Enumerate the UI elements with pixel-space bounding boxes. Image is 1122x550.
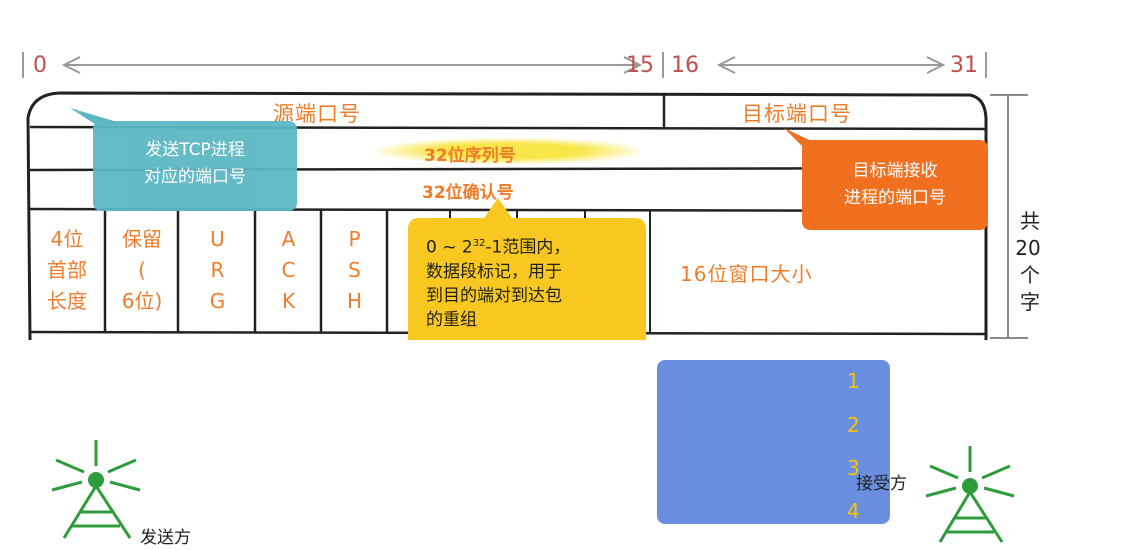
receiver-label: 接受方 (856, 474, 907, 494)
receiver-port-callout: 目标端接收 进程的端口号 (802, 140, 988, 230)
reserved-line: ( (138, 258, 146, 282)
ruler-label-0: 0 (33, 53, 47, 78)
packet-box (657, 360, 890, 524)
ack-number-field: 32位确认号 (422, 183, 514, 203)
urg-flag-field: U R G (180, 224, 255, 317)
packet-number-1: 1 (847, 369, 860, 393)
packet-number-3: 3 (847, 456, 860, 480)
urg-letter: U (210, 227, 225, 251)
ruler-label-16: 16 (671, 53, 699, 78)
total-char: 20 (1015, 236, 1041, 260)
exponent: 32 (472, 238, 486, 249)
reserved-line: 6位) (121, 289, 163, 313)
ack-flag-field: A C K (256, 224, 321, 317)
receiver-port-note-line: 进程的端口号 (844, 188, 946, 208)
psh-letter: S (348, 258, 361, 282)
sender-port-note-line: 对应的端口号 (144, 167, 246, 187)
ack-letter: K (281, 289, 296, 313)
reserved-field: 保留 ( 6位) (106, 224, 178, 317)
total-char: 共 (1020, 209, 1040, 233)
ruler-mid-bar (662, 52, 664, 78)
sender-port-note-line: 发送TCP进程 (145, 140, 245, 160)
psh-letter: P (348, 227, 361, 251)
ruler-right-bar (985, 52, 987, 78)
reserved-line: 保留 (122, 227, 162, 251)
total-char: 字 (1020, 290, 1040, 314)
psh-letter: H (346, 289, 363, 313)
ack-letter: C (281, 258, 296, 282)
header-length-line: 长度 (47, 289, 87, 313)
header-length-line: 首部 (47, 258, 87, 282)
bit-ruler: 0 15 16 31 (20, 50, 990, 80)
arrow-16-31 (716, 56, 946, 74)
packet-number-4: 4 (847, 499, 860, 523)
ruler-label-31: 31 (950, 53, 978, 78)
urg-letter: G (209, 289, 226, 313)
psh-flag-field: P S H (322, 224, 387, 317)
receiver-port-note-line: 目标端接收 (852, 161, 938, 181)
header-length-field: 4位 首部 长度 (32, 224, 102, 317)
range-note-line-2: 数据段标记，用于 (426, 261, 562, 282)
sender-port-callout: 发送TCP进程 对应的端口号 (93, 121, 297, 211)
sender-tower-icon (51, 440, 141, 539)
range-note-line-4: 的重组 (426, 309, 477, 330)
sender-label: 发送方 (140, 528, 191, 548)
receiver-tower-icon (925, 446, 1015, 543)
range-note-line-1: 0 ~ 232-1范围内， (426, 237, 571, 258)
range-note-line-3: 到目的端对到达包 (426, 285, 562, 306)
range-callout: 0 ~ 232-1范围内， 数据段标记，用于 到目的端对到达包 的重组 (408, 218, 646, 340)
total-char: 个 (1020, 263, 1040, 287)
sequence-number-field: 32位序列号 (424, 146, 516, 166)
window-size-field: 16位窗口大小 (680, 262, 813, 286)
packet-number-2: 2 (847, 413, 860, 437)
destination-port-field: 目标端口号 (742, 102, 852, 126)
range-callout-tail (484, 198, 512, 218)
urg-letter: R (210, 258, 225, 282)
arrow-0-15 (61, 56, 643, 74)
sequence-highlight (378, 138, 640, 164)
total-bytes-label: 共 20 个 字 (1012, 208, 1048, 316)
ack-letter: A (281, 227, 296, 251)
ruler-left-bar (22, 52, 24, 78)
ruler-label-15: 15 (626, 53, 654, 78)
header-length-line: 4位 (50, 227, 84, 251)
